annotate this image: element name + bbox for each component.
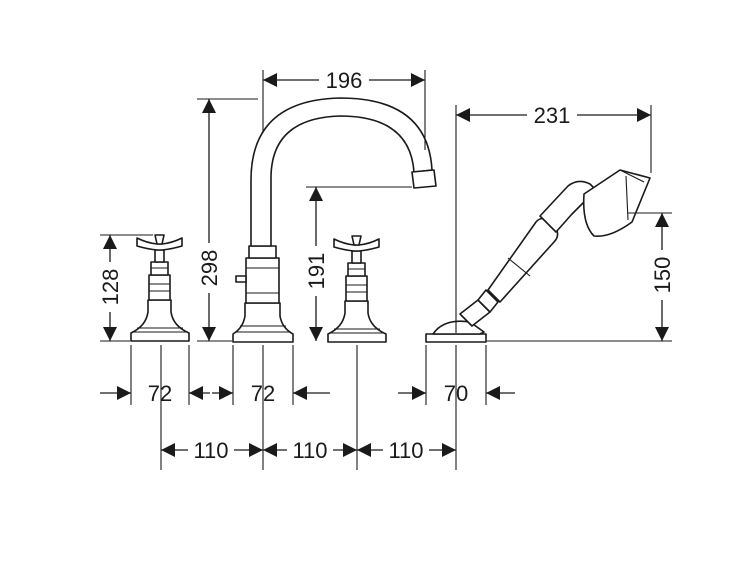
dim-total-height: 298 (197, 250, 222, 287)
left-valve-drawing (130, 234, 190, 342)
dim-handle-height: 128 (98, 269, 123, 306)
dim-spout-reach: 196 (326, 68, 363, 93)
dimension-lines (100, 73, 669, 457)
dim-shower-base-width: 70 (444, 381, 468, 406)
dim-spacing-2: 110 (292, 438, 327, 463)
dim-shower-holder-height: 150 (650, 257, 675, 294)
spout-drawing (232, 97, 437, 343)
dim-spacing-3: 110 (388, 438, 423, 463)
dimension-labels: 196 231 298 191 128 150 72 72 70 110 110… (98, 68, 675, 463)
dim-spout-base-width: 72 (251, 381, 275, 406)
right-valve-drawing (327, 235, 387, 343)
dim-shower-length: 231 (534, 103, 571, 128)
extension-lines (100, 70, 672, 470)
dim-spout-outlet-height: 191 (304, 253, 329, 290)
dim-left-valve-width: 72 (148, 381, 172, 406)
hand-shower-drawing (425, 169, 651, 343)
dim-spacing-1: 110 (193, 438, 228, 463)
